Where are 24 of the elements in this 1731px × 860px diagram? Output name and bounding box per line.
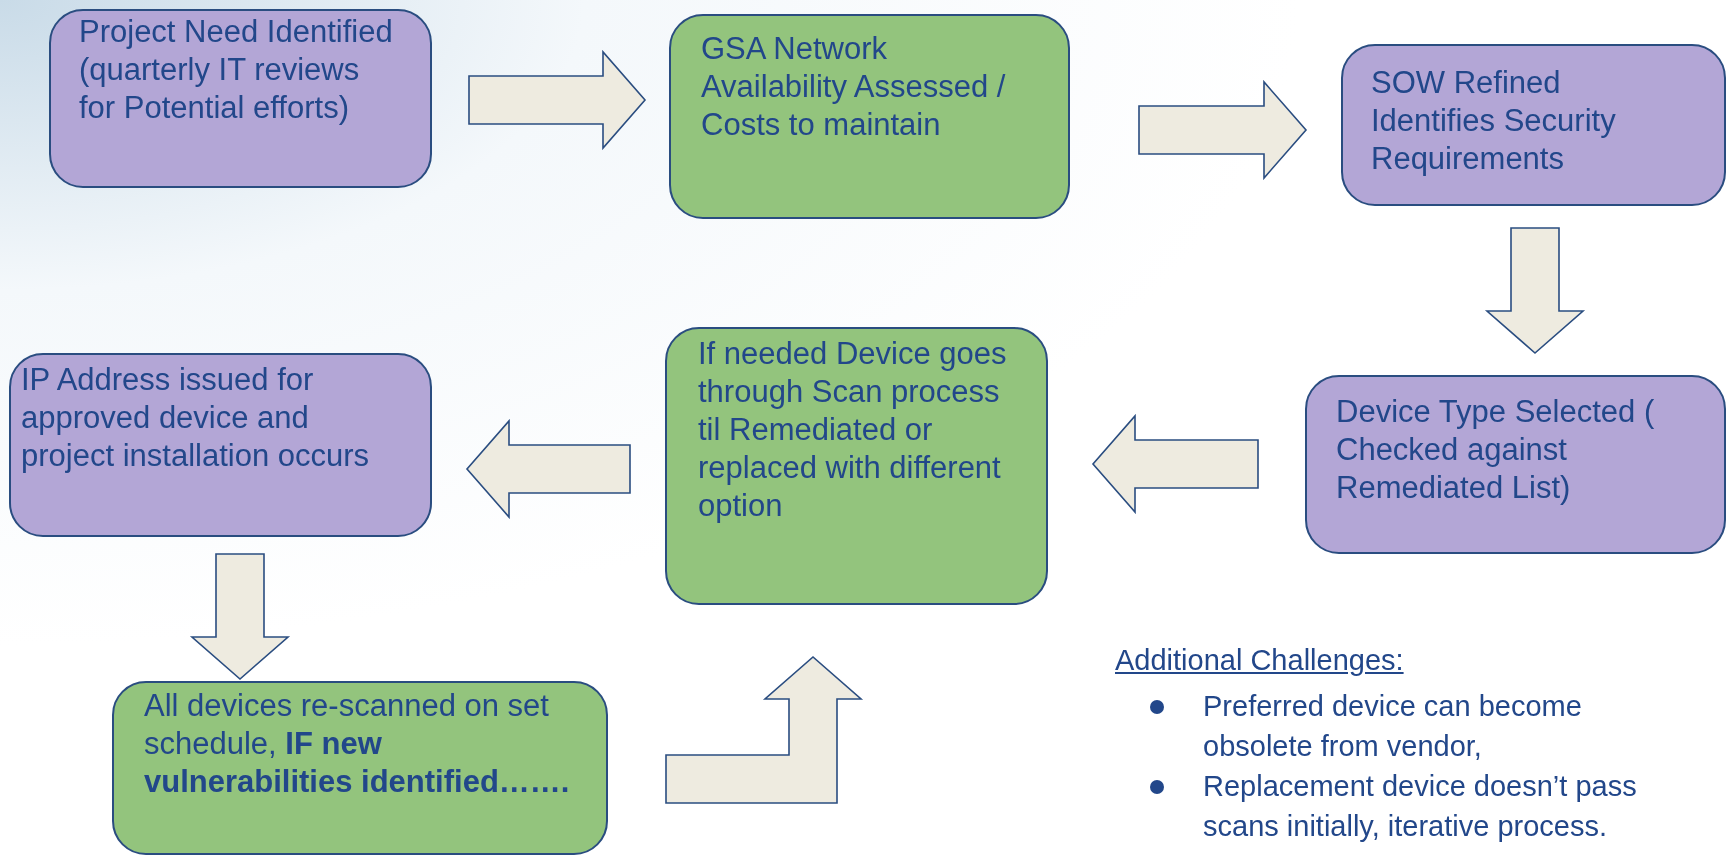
block-arrow: [1091, 413, 1259, 515]
block-arrow: [189, 553, 291, 681]
box-text: If needed Device goes through Scan process til Remediated or replaced with different option: [698, 335, 1008, 525]
box-text: All devices re-scanned on set schedule, IF new vulnerabilities identified…….: [144, 687, 571, 801]
box-text: Device Type Selected ( Checked against Remediated List): [1336, 393, 1656, 507]
box-text: Project Need Identified (quarterly IT reviews for Potential efforts): [79, 13, 394, 127]
bullet-text: Replacement device doesn’t pass scans initially, iterative process.: [1203, 769, 1638, 844]
process-box: [1305, 375, 1726, 554]
block-arrow: [665, 655, 864, 804]
process-box: [665, 327, 1048, 605]
block-arrow: [468, 49, 647, 151]
box-text: SOW Refined Identifies Security Requirements: [1371, 64, 1617, 178]
bullet-text: Preferred device can become obsolete from vendor,: [1203, 689, 1583, 764]
block-arrow: [465, 418, 631, 520]
process-box: [1341, 44, 1726, 206]
process-box: [9, 353, 432, 537]
process-box: [669, 14, 1070, 219]
box-text: GSA Network Availability Assessed / Costs to maintain: [701, 30, 1007, 144]
block-arrow: [1138, 79, 1308, 181]
process-box: [112, 681, 608, 855]
block-arrow: [1484, 227, 1586, 355]
box-text: IP Address issued for approved device and project installation occurs: [21, 361, 371, 475]
section-heading: Additional Challenges:: [1115, 643, 1404, 678]
process-box: [49, 9, 432, 188]
